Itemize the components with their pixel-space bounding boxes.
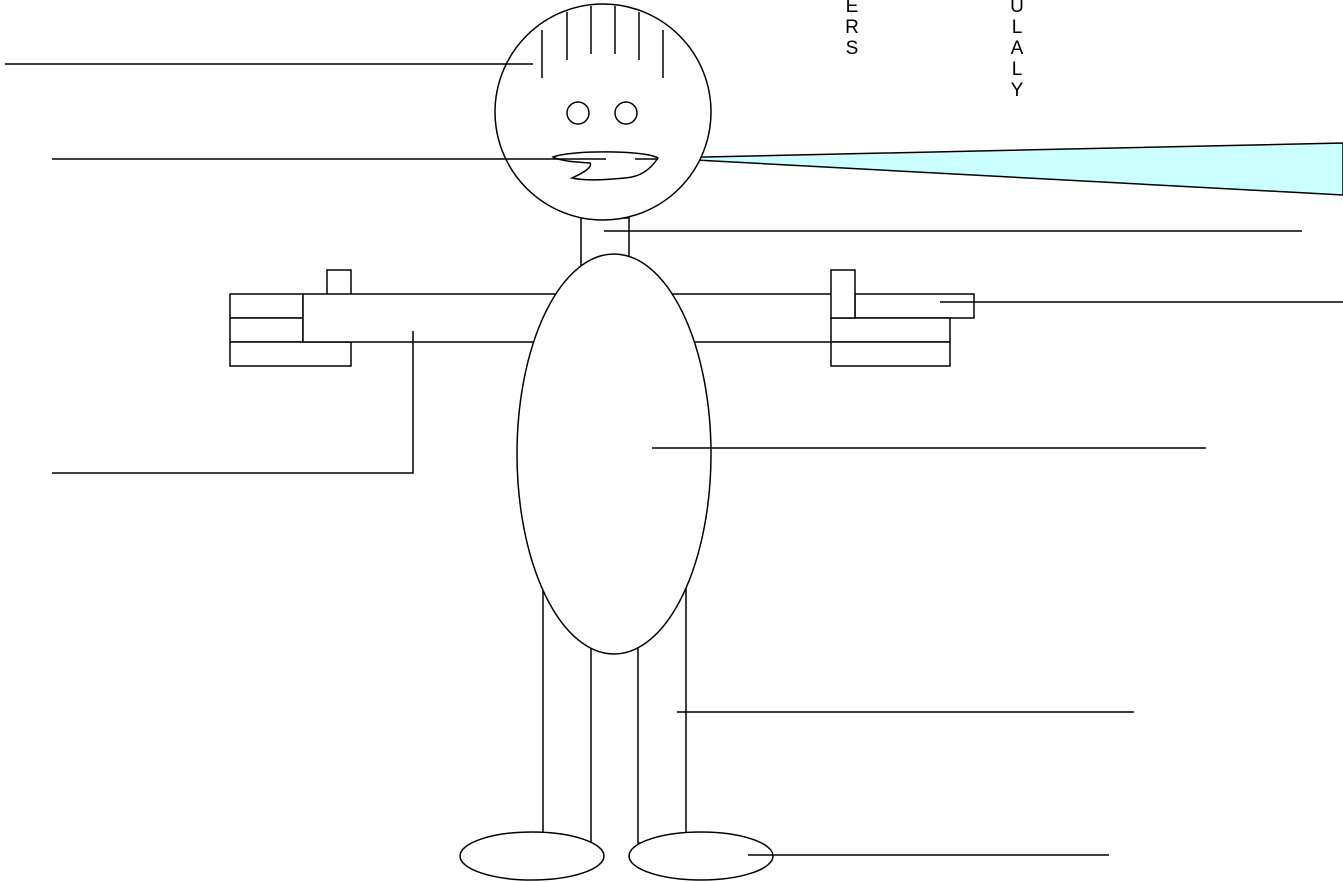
right-foot xyxy=(628,831,774,881)
speech-beam xyxy=(657,142,1343,196)
letter: L xyxy=(1011,17,1023,38)
label-lines xyxy=(5,63,1343,856)
letter: E xyxy=(845,0,859,17)
right-eye xyxy=(614,101,638,125)
letter: R xyxy=(845,17,859,38)
left-arm xyxy=(302,293,566,343)
vertical-text-ers: E R S xyxy=(842,0,862,59)
letter: L xyxy=(1011,59,1023,80)
letter: Y xyxy=(1010,80,1024,101)
vertical-text-ulaly: U L A L Y xyxy=(1007,0,1027,101)
left-finger-top xyxy=(229,293,304,319)
left-foot xyxy=(459,831,605,881)
right-finger-bottom xyxy=(830,341,951,367)
right-finger-middle xyxy=(830,317,951,343)
left-finger-bottom xyxy=(229,341,352,367)
mouth xyxy=(551,151,660,181)
letter: A xyxy=(1010,38,1024,59)
body xyxy=(516,253,712,655)
right-thumb xyxy=(830,269,856,319)
head xyxy=(494,3,712,221)
left-finger-middle xyxy=(229,317,304,343)
letter: S xyxy=(845,38,859,59)
left-eye xyxy=(566,101,590,125)
label-line-arm xyxy=(52,331,414,474)
letter: U xyxy=(1010,0,1024,17)
right-finger-top xyxy=(854,293,975,319)
left-thumb xyxy=(326,269,352,296)
hair xyxy=(541,6,664,78)
